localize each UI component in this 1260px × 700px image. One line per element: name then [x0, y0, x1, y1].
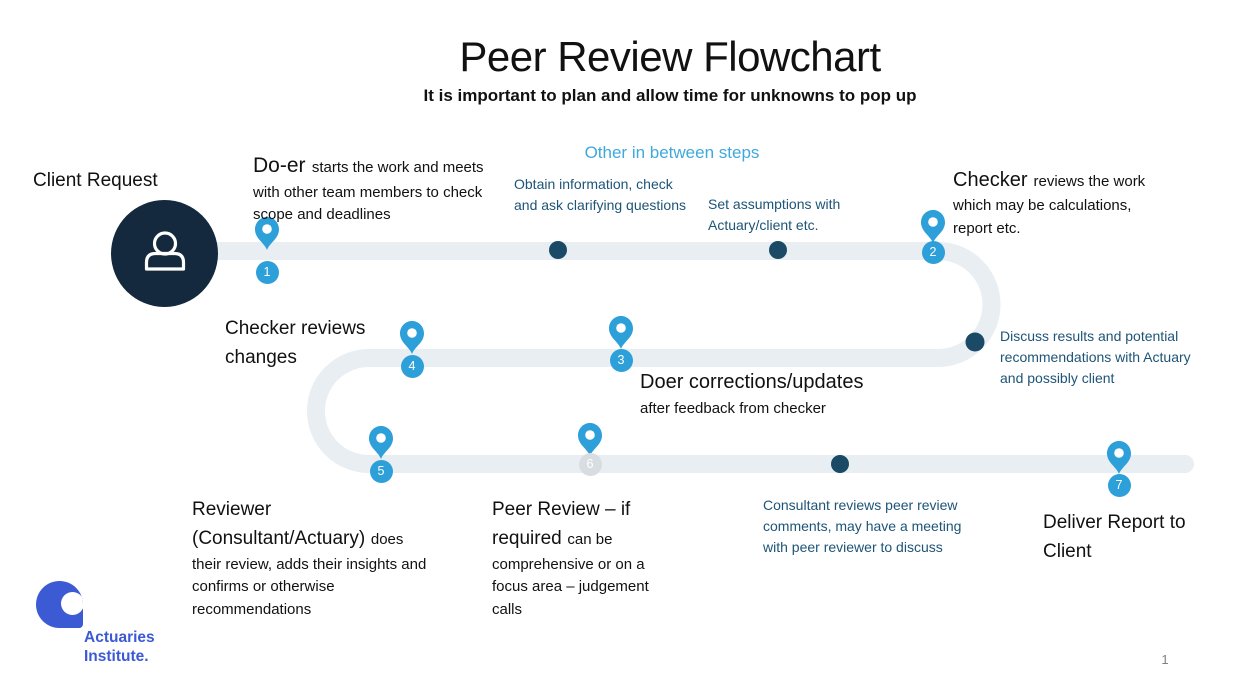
step-number-badge-2: 2: [921, 240, 945, 264]
flow-line: [155, 242, 1194, 473]
step-5-text: Reviewer (Consultant/Actuary)does their …: [192, 495, 434, 621]
page-subtitle: It is important to plan and allow time f…: [423, 86, 917, 106]
page-number: 1: [1161, 652, 1169, 667]
actuaries-institute-logo-icon: [36, 581, 83, 628]
step-number-badge-7: 7: [1107, 473, 1131, 497]
between-step-dot: [831, 455, 849, 473]
between-step-dot: [769, 241, 787, 259]
step-number: 7: [1115, 478, 1123, 492]
slide-header: Peer Review Flowchart It is important to…: [80, 33, 1260, 106]
step-number-badge-6: 6: [578, 452, 602, 476]
step-5-title: Reviewer (Consultant/Actuary): [192, 499, 366, 550]
map-pin-icon-6: [578, 423, 602, 456]
page-title: Peer Review Flowchart: [459, 33, 881, 80]
step-number-badge-1: 1: [255, 260, 279, 284]
logo-text-line2: Institute.: [84, 648, 149, 666]
between-step-dot: [965, 332, 985, 352]
step-number-badge-3: 3: [609, 348, 633, 372]
between-note-consultant-reviews: Consultant reviews peer review comments,…: [763, 497, 962, 555]
person-icon: [144, 230, 185, 271]
actuaries-institute-logo-text: Actuaries Institute.: [84, 628, 155, 667]
step-number-badge-5: 5: [369, 459, 393, 483]
step-number: 6: [586, 457, 594, 471]
step-number: 1: [263, 265, 271, 279]
client-request-label: Client Request: [33, 170, 158, 191]
step-6-description: can be comprehensive or on a focus area …: [492, 531, 649, 618]
map-pin-icon-3: [609, 316, 633, 349]
step-6-title: Peer Review – if required: [492, 499, 631, 550]
between-step-dot: [549, 241, 567, 259]
between-steps-heading: Other in between steps: [584, 143, 760, 162]
step-number: 5: [377, 464, 385, 478]
step-number: 2: [929, 245, 937, 259]
between-note-obtain-information: Obtain information, check and ask clarif…: [514, 176, 686, 213]
step-number-badge-4: 4: [400, 354, 424, 378]
step-3-title: Doer corrections/updates: [640, 371, 864, 393]
step-1-description: starts the work and meets with other tea…: [253, 159, 484, 223]
logo-counter-hole: [61, 592, 83, 615]
map-pin-icon-5: [369, 426, 393, 459]
step-number: 3: [617, 353, 625, 367]
step-2-title: Checker: [953, 169, 1028, 191]
step-2-description: reviews the work which may be calculatio…: [953, 173, 1146, 237]
step-7-text: Deliver Report to Client: [1043, 512, 1186, 563]
step-5-description: does their review, adds their insights a…: [192, 531, 427, 618]
map-pin-icon-2: [921, 210, 945, 243]
logo-text-line1: Actuaries: [84, 629, 155, 646]
step-1-title: Do-er: [253, 154, 306, 177]
step-3-description: after feedback from checker: [640, 400, 826, 417]
step-number: 4: [408, 359, 416, 373]
between-note-set-assumptions: Set assumptions with Actuary/client etc.: [708, 196, 841, 233]
step-3-text: Doer corrections/updates after feedback …: [640, 371, 920, 421]
step-4-text: Checker reviews changes: [225, 318, 366, 369]
between-note-discuss-results: Discuss results and potential recommenda…: [1000, 328, 1191, 386]
client-request-node: [111, 200, 218, 307]
